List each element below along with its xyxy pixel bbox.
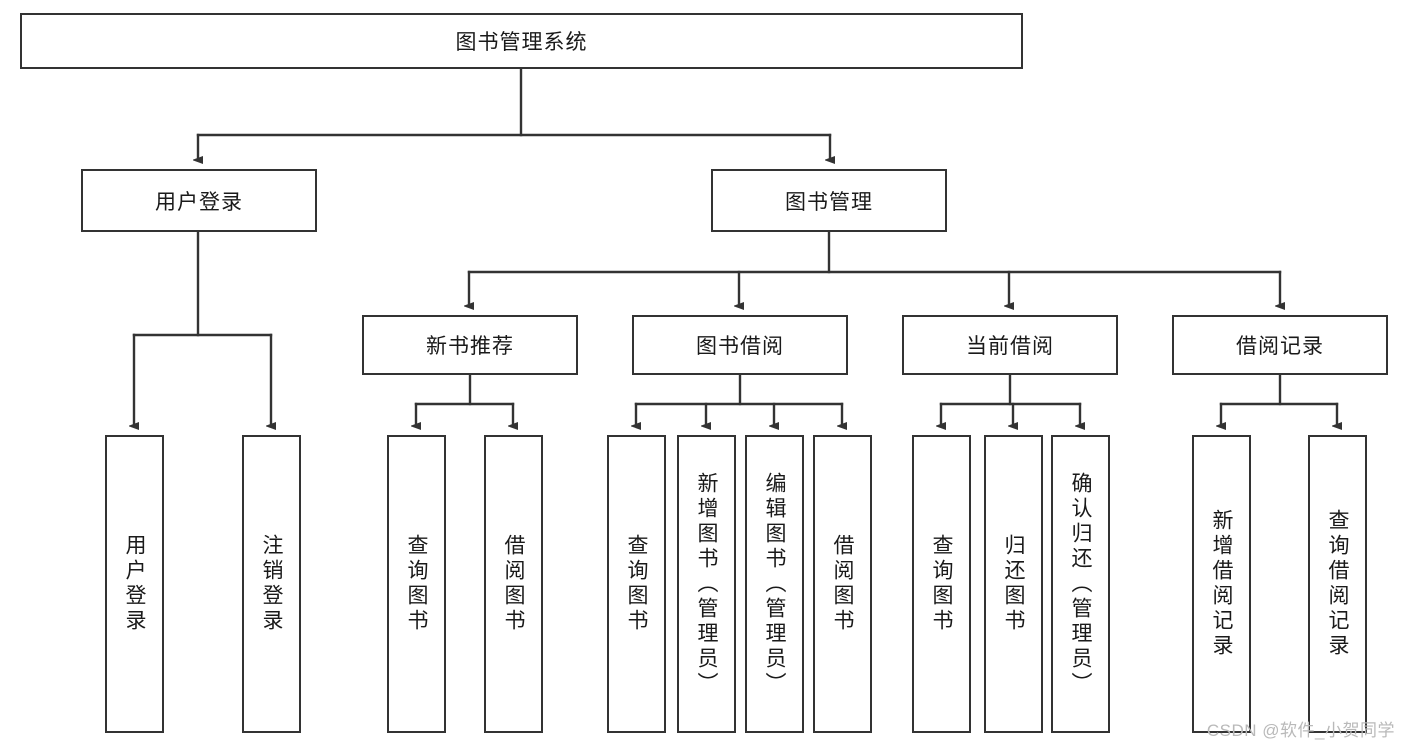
node-root-system[interactable]: 图书管理系统 <box>20 13 1023 69</box>
node-book-manage[interactable]: 图书管理 <box>711 169 947 232</box>
node-label: 查询图书 <box>930 534 953 634</box>
node-label: 借阅图书 <box>502 534 525 634</box>
node-user-login[interactable]: 用户登录 <box>81 169 317 232</box>
leaf-add-borrow-record[interactable]: 新增借阅记录 <box>1192 435 1251 733</box>
edges-borrow-record-to-leaves <box>1221 373 1337 426</box>
leaf-borrow-book[interactable]: 借阅图书 <box>813 435 872 733</box>
leaf-query-book-current[interactable]: 查询图书 <box>912 435 971 733</box>
node-label: 编辑图书（管理员） <box>763 471 786 697</box>
edges-user-login-to-leaves <box>134 230 271 426</box>
leaf-query-book-recommend[interactable]: 查询图书 <box>387 435 446 733</box>
node-label: 归还图书 <box>1002 534 1025 634</box>
node-book-borrow[interactable]: 图书借阅 <box>632 315 848 375</box>
leaf-query-book-borrow[interactable]: 查询图书 <box>607 435 666 733</box>
leaf-add-book-admin[interactable]: 新增图书（管理员） <box>677 435 736 733</box>
node-label: 查询图书 <box>625 534 648 634</box>
edges-book-borrow-to-leaves <box>636 373 842 426</box>
leaf-return-book[interactable]: 归还图书 <box>984 435 1043 733</box>
leaf-edit-book-admin[interactable]: 编辑图书（管理员） <box>745 435 804 733</box>
edges-book-manage-to-level3 <box>469 230 1280 306</box>
leaf-borrow-book-recommend[interactable]: 借阅图书 <box>484 435 543 733</box>
node-label: 注销登录 <box>260 534 283 634</box>
leaf-query-borrow-record[interactable]: 查询借阅记录 <box>1308 435 1367 733</box>
node-new-book-recommend[interactable]: 新书推荐 <box>362 315 578 375</box>
edges-root-to-level2 <box>198 67 830 160</box>
edges-new-book-recommend-to-leaves <box>416 373 513 426</box>
edges-current-borrow-to-leaves <box>941 373 1080 426</box>
node-label: 借阅图书 <box>831 534 854 634</box>
node-label: 图书管理 <box>785 190 873 214</box>
node-label: 图书借阅 <box>696 335 784 358</box>
node-borrow-record[interactable]: 借阅记录 <box>1172 315 1388 375</box>
node-label: 用户登录 <box>155 190 243 214</box>
node-label: 借阅记录 <box>1236 335 1324 358</box>
leaf-user-login[interactable]: 用户登录 <box>105 435 164 733</box>
node-label: 新增借阅记录 <box>1210 509 1233 659</box>
node-label: 用户登录 <box>123 534 146 634</box>
leaf-logout[interactable]: 注销登录 <box>242 435 301 733</box>
node-current-borrow[interactable]: 当前借阅 <box>902 315 1118 375</box>
node-label: 当前借阅 <box>966 335 1054 358</box>
leaf-confirm-return-admin[interactable]: 确认归还（管理员） <box>1051 435 1110 733</box>
node-label: 查询图书 <box>405 534 428 634</box>
node-label: 确认归还（管理员） <box>1069 471 1092 697</box>
node-label: 查询借阅记录 <box>1326 509 1349 659</box>
csdn-watermark: CSDN @软件_小贺同学 <box>1206 721 1395 740</box>
node-label: 图书管理系统 <box>455 31 588 54</box>
node-label: 新增图书（管理员） <box>695 471 718 697</box>
node-label: 新书推荐 <box>426 335 514 358</box>
